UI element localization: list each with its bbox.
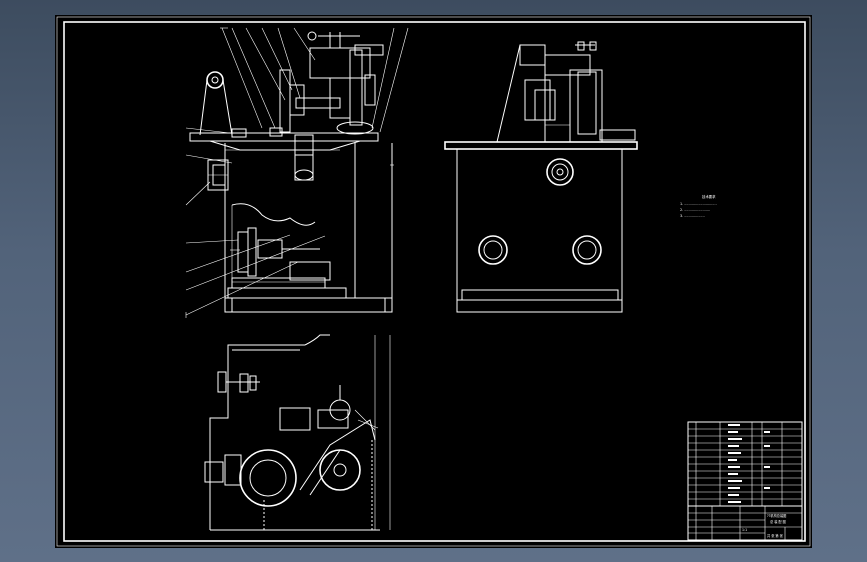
cad-drawing-canvas: 技术要求 1. .............................. 2… (56, 16, 811, 547)
title-scale: 1:1 (742, 528, 747, 532)
notes-line-3: 3. ................... (680, 214, 705, 218)
side-view (444, 41, 638, 313)
title-sheet: 共 张 第 张 (767, 533, 784, 538)
parts-list (688, 422, 802, 507)
drawing-viewport[interactable]: 技术要求 1. .............................. 2… (55, 15, 812, 548)
plan-view (204, 334, 391, 531)
title-drawing-name: ??机构总装图 (767, 513, 786, 518)
title-block: ??机构总装图 总 装 配 图 1:1 共 张 第 张 (687, 421, 803, 541)
technical-notes: 技术要求 1. .............................. 2… (680, 194, 717, 218)
title-sub: 总 装 配 图 (770, 519, 786, 524)
inner-frame (63, 21, 806, 542)
notes-line-2: 2. ........................ (680, 208, 710, 212)
front-view (185, 27, 409, 318)
notes-title: 技术要求 (702, 194, 716, 199)
outer-frame (56, 16, 811, 547)
notes-line-1: 1. .............................. (680, 202, 717, 206)
